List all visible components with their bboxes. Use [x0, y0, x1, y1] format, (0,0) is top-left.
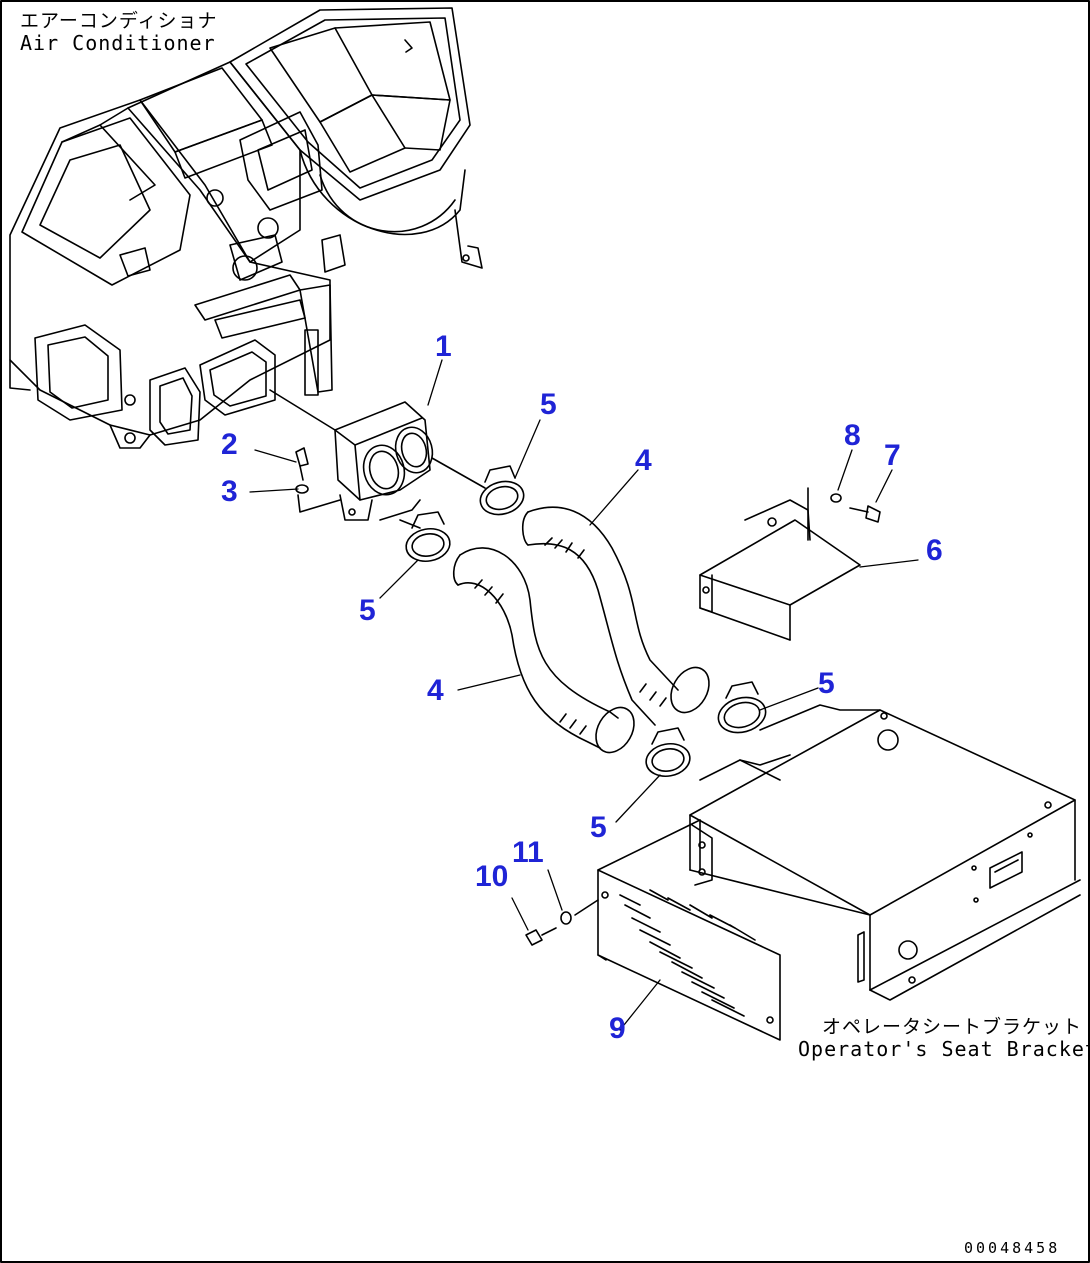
- hose-part-4-upper: [521, 506, 710, 726]
- callout-10: 10: [475, 860, 509, 893]
- callout-9: 9: [609, 1012, 626, 1045]
- callout-4-lower: 4: [427, 674, 444, 707]
- callout-3: 3: [221, 475, 238, 508]
- duct-part-1: [269, 389, 434, 521]
- air-conditioner-unit: [9, 7, 483, 449]
- callout-5-upper: 5: [540, 388, 557, 421]
- bolt-part-10: [525, 927, 557, 946]
- hose-part-4-lower: [452, 547, 635, 754]
- leader-lines: [249, 359, 919, 1031]
- callout-6: 6: [926, 534, 943, 567]
- guard-plate-part-9: [597, 819, 781, 1041]
- bolt-part-2: [295, 447, 309, 481]
- cover-part-6: [699, 487, 861, 641]
- air-conditioner-label-jp: エアーコンディショナ: [20, 10, 218, 32]
- washer-part-8: [830, 493, 842, 503]
- washer-part-11: [560, 911, 572, 925]
- callout-5-left: 5: [359, 594, 376, 627]
- hose-clamp-right: [717, 681, 767, 734]
- operator-seat-bracket: [689, 704, 1081, 1001]
- seat-bracket-label-jp: オペレータシートブラケット: [822, 1016, 1083, 1038]
- callout-1: 1: [435, 330, 452, 363]
- callout-8: 8: [844, 419, 861, 452]
- hose-clamp-upper: [479, 465, 525, 516]
- seat-bracket-label-en: Operator's Seat Bracket: [798, 1037, 1090, 1061]
- callout-11: 11: [512, 836, 544, 869]
- hose-clamp-lower-left: [405, 511, 451, 563]
- callout-5-center: 5: [590, 811, 607, 844]
- drawing-code: 00048458: [964, 1239, 1061, 1257]
- bolt-part-7: [849, 505, 881, 523]
- callout-2: 2: [221, 428, 238, 461]
- callout-7: 7: [884, 439, 901, 472]
- hose-clamp-center: [645, 727, 691, 778]
- callout-5-right: 5: [818, 667, 835, 700]
- air-conditioner-label-en: Air Conditioner: [20, 31, 216, 55]
- callout-4-upper: 4: [635, 444, 652, 477]
